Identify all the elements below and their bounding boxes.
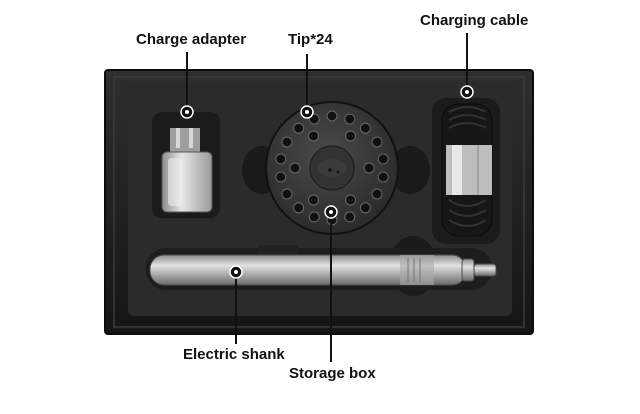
charge-adapter-product: [161, 128, 213, 213]
tip-bit: [308, 130, 319, 142]
tip-bit: [345, 194, 356, 206]
tip-bit: [377, 171, 389, 183]
callout-label-charge-adapter: Charge adapter: [136, 31, 247, 48]
charging-cable-product: [441, 103, 493, 237]
callout-label-storage-box: Storage box: [289, 365, 376, 382]
tip-bit: [281, 136, 293, 148]
tip-bits: [275, 110, 389, 226]
callout-marker-cable: [460, 85, 474, 99]
tip-bit: [363, 162, 375, 174]
tip-bit: [293, 122, 305, 134]
tip-bit: [326, 110, 338, 122]
tip-bit: [359, 202, 371, 214]
disc-cavity-right: [390, 146, 430, 194]
callout-marker-adapter: [180, 105, 194, 119]
tip-bit: [308, 211, 320, 223]
tip-bit: [308, 194, 319, 206]
callout-marker-shank: [229, 265, 243, 279]
gift-box-rim: [113, 76, 525, 328]
tip-bit: [344, 211, 356, 223]
tip-bit: [344, 113, 356, 125]
callout-marker-tip: [300, 105, 314, 119]
tip-bit: [371, 136, 383, 148]
callout-marker-box: [324, 205, 338, 219]
tip-bit: [359, 122, 371, 134]
tip-bit: [281, 188, 293, 200]
tip-bit: [289, 162, 301, 174]
callout-label-charging-cable: Charging cable: [420, 12, 529, 29]
tip-bit: [293, 202, 305, 214]
electric-shank-product: [149, 245, 497, 286]
callout-label-electric-shank: Electric shank: [183, 346, 285, 363]
tip-bit: [377, 153, 389, 165]
callout-label-tip: Tip*24: [288, 31, 333, 48]
tip-bit: [275, 153, 287, 165]
tip-bit: [275, 171, 287, 183]
tip-bit: [371, 188, 383, 200]
tip-bit: [345, 130, 356, 142]
storage-disc-product: [265, 101, 399, 235]
